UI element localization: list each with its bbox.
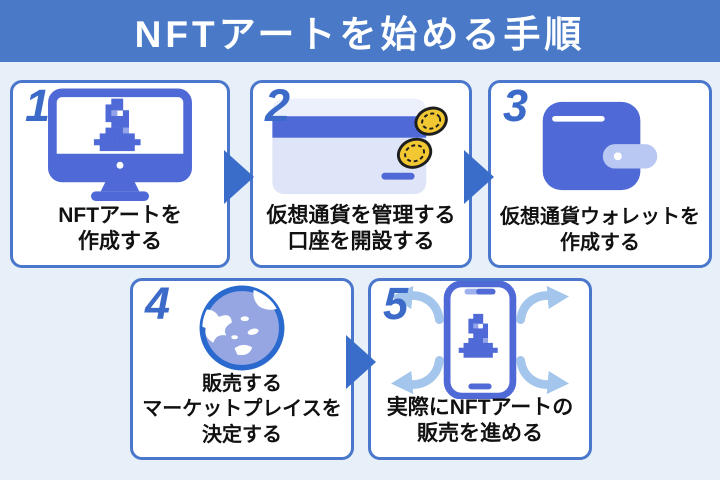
share-arrow-bottom-right [521, 360, 569, 394]
page-title: NFTアートを始める手順 [134, 14, 586, 55]
step-5-box: 5 実際にNFTアートの 販売を進める [368, 278, 592, 460]
step-1-box: 1 NFTアートを 作成する [10, 80, 230, 268]
step-3-box: 3 仮想通貨ウォレットを 作成する [488, 80, 712, 268]
header-banner: NFTアートを始める手順 [0, 0, 720, 62]
share-arrow-bottom-left [391, 360, 439, 394]
step-3-caption: 仮想通貨ウォレットを 作成する [500, 206, 700, 254]
step-1-number: 1 [25, 80, 51, 131]
step-1-caption: NFTアートを 作成する [58, 203, 182, 254]
coin-icon [396, 137, 433, 169]
step-4-box: 4 販売する マーケットプレイスを 決定する [130, 278, 354, 460]
step-2-box: 2 仮想通貨を管理する 口座を開設する [250, 80, 472, 268]
credit-card-coins-icon [253, 83, 469, 203]
step-5-caption: 実際にNFTアートの 販売を進める [386, 395, 574, 446]
step-5-number: 5 [383, 278, 409, 329]
step-3-number: 3 [503, 80, 529, 131]
wallet-icon [491, 83, 709, 205]
flow-arrow-1-to-2 [224, 150, 254, 204]
step-2-number: 2 [265, 80, 291, 131]
coin-icon [414, 106, 448, 136]
share-arrow-top-right [521, 286, 569, 320]
flow-arrow-4-to-5 [346, 335, 376, 389]
step-2-caption: 仮想通貨を管理する 口座を開設する [266, 203, 456, 254]
smartphone-nft-share-icon [371, 280, 589, 399]
step-4-caption: 販売する マーケットプレイスを 決定する [142, 372, 342, 446]
flow-arrow-2-to-3 [464, 150, 494, 204]
monitor-nft-art-icon [13, 83, 227, 203]
globe-icon [133, 281, 351, 372]
step-4-number: 4 [145, 278, 171, 329]
